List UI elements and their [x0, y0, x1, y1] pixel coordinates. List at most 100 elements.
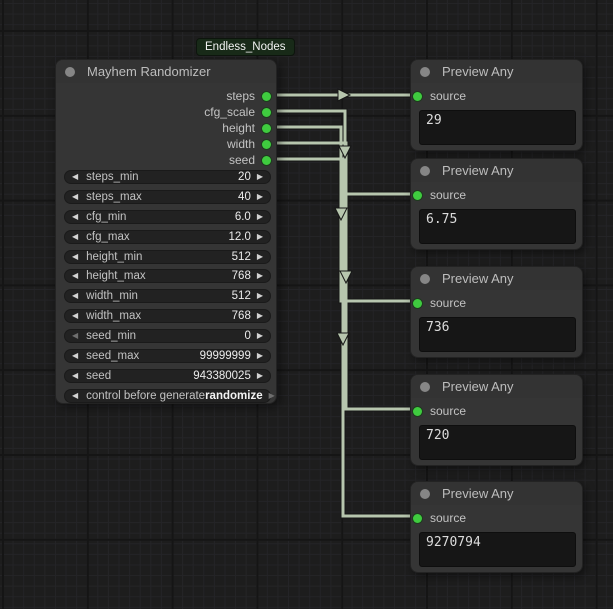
wire-arrow-icon — [334, 207, 348, 222]
preview-text-box[interactable]: 29 — [419, 110, 576, 145]
widget-label: control before generate — [86, 390, 206, 402]
decrement-arrow-icon[interactable]: ◀ — [72, 172, 79, 181]
input-slot-icon[interactable] — [413, 406, 422, 416]
input-label: source — [430, 89, 467, 103]
decrement-arrow-icon[interactable]: ◀ — [72, 232, 79, 241]
widget-height-max[interactable]: ◀ height_max 768 ▶ — [64, 269, 271, 283]
input-slot-icon[interactable] — [413, 298, 422, 308]
widget-value: 768 — [231, 270, 251, 282]
node-badge-label: Endless_Nodes — [205, 41, 286, 53]
input-slot-source[interactable]: source — [413, 404, 466, 418]
widget-value: 6.0 — [234, 211, 251, 223]
node-titlebar[interactable]: Preview Any — [411, 267, 582, 290]
output-slot-icon[interactable] — [262, 91, 271, 101]
output-label: steps — [226, 89, 255, 103]
node-titlebar[interactable]: Mayhem Randomizer — [56, 60, 276, 83]
preview-text-box[interactable]: 6.75 — [419, 209, 576, 244]
input-slot-icon[interactable] — [413, 190, 422, 200]
widget-height-min[interactable]: ◀ height_min 512 ▶ — [64, 250, 271, 264]
widget-value: 12.0 — [228, 231, 251, 243]
increment-arrow-icon[interactable]: ▶ — [256, 271, 263, 280]
increment-arrow-icon[interactable]: ▶ — [256, 351, 263, 360]
widget-width-min[interactable]: ◀ width_min 512 ▶ — [64, 289, 271, 303]
input-slot-source[interactable]: source — [413, 511, 466, 525]
node-titlebar[interactable]: Preview Any — [411, 159, 582, 182]
collapse-dot-icon[interactable] — [420, 66, 430, 77]
preview-text-box[interactable]: 720 — [419, 425, 576, 460]
input-slot-source[interactable]: source — [413, 188, 466, 202]
node-preview-any-2[interactable]: Preview Any source 6.75 — [410, 158, 583, 250]
input-slot-icon[interactable] — [413, 513, 422, 523]
widget-value: randomize — [205, 390, 263, 402]
output-slot-seed[interactable]: seed — [229, 153, 271, 167]
widget-value: 99999999 — [199, 350, 251, 362]
output-slot-icon[interactable] — [262, 107, 271, 117]
input-slot-icon[interactable] — [413, 91, 422, 101]
output-slot-cfg-scale[interactable]: cfg_scale — [204, 105, 271, 119]
increment-arrow-icon[interactable]: ▶ — [256, 232, 263, 241]
output-slot-icon[interactable] — [262, 139, 271, 149]
preview-text-box[interactable]: 9270794 — [419, 532, 576, 567]
node-mayhem-randomizer[interactable]: Mayhem Randomizer steps cfg_scale height… — [55, 59, 277, 404]
preview-text-box[interactable]: 736 — [419, 317, 576, 352]
output-slot-height[interactable]: height — [222, 121, 271, 135]
widget-steps-max[interactable]: ◀ steps_max 40 ▶ — [64, 190, 271, 204]
decrement-arrow-icon[interactable]: ◀ — [72, 391, 79, 400]
output-slot-steps[interactable]: steps — [226, 89, 271, 103]
collapse-dot-icon[interactable] — [420, 273, 430, 284]
node-titlebar[interactable]: Preview Any — [411, 482, 582, 505]
output-slot-width[interactable]: width — [227, 137, 271, 151]
output-label: height — [222, 121, 255, 135]
node-titlebar[interactable]: Preview Any — [411, 375, 582, 398]
widget-value: 0 — [244, 330, 251, 342]
wire-arrow-icon — [339, 270, 353, 285]
widget-seed[interactable]: ◀ seed 943380025 ▶ — [64, 369, 271, 383]
decrement-arrow-icon[interactable]: ◀ — [72, 252, 79, 261]
node-badge: Endless_Nodes — [196, 38, 295, 56]
decrement-arrow-icon[interactable]: ◀ — [72, 212, 79, 221]
widget-cfg-min[interactable]: ◀ cfg_min 6.0 ▶ — [64, 210, 271, 224]
output-slot-icon[interactable] — [262, 155, 271, 165]
node-titlebar[interactable]: Preview Any — [411, 60, 582, 83]
decrement-arrow-icon[interactable]: ◀ — [72, 291, 79, 300]
widget-label: steps_min — [86, 171, 139, 183]
input-label: source — [430, 511, 467, 525]
wire-arrow-icon — [336, 332, 350, 347]
decrement-arrow-icon[interactable]: ◀ — [72, 351, 79, 360]
decrement-arrow-icon[interactable]: ◀ — [72, 371, 79, 380]
output-label: width — [226, 137, 255, 151]
increment-arrow-icon[interactable]: ▶ — [256, 311, 263, 320]
widget-width-max[interactable]: ◀ width_max 768 ▶ — [64, 309, 271, 323]
widget-steps-min[interactable]: ◀ steps_min 20 ▶ — [64, 170, 271, 184]
input-slot-source[interactable]: source — [413, 89, 466, 103]
increment-arrow-icon[interactable]: ▶ — [256, 252, 263, 261]
widget-value: 20 — [238, 171, 251, 183]
decrement-arrow-icon[interactable]: ◀ — [72, 192, 79, 201]
node-preview-any-1[interactable]: Preview Any source 29 — [410, 59, 583, 151]
node-preview-any-5[interactable]: Preview Any source 9270794 — [410, 481, 583, 573]
output-slot-icon[interactable] — [262, 123, 271, 133]
collapse-dot-icon[interactable] — [420, 488, 430, 499]
increment-arrow-icon[interactable]: ▶ — [256, 371, 263, 380]
widget-seed-max[interactable]: ◀ seed_max 99999999 ▶ — [64, 349, 271, 363]
widget-seed-min[interactable]: ◀ seed_min 0 ▶ — [64, 329, 271, 343]
collapse-dot-icon[interactable] — [420, 165, 430, 176]
widget-cfg-max[interactable]: ◀ cfg_max 12.0 ▶ — [64, 230, 271, 244]
increment-arrow-icon[interactable]: ▶ — [256, 192, 263, 201]
increment-arrow-icon[interactable]: ▶ — [256, 172, 263, 181]
increment-arrow-icon[interactable]: ▶ — [256, 212, 263, 221]
collapse-dot-icon[interactable] — [420, 381, 430, 392]
input-label: source — [430, 404, 467, 418]
decrement-arrow-icon[interactable]: ◀ — [72, 271, 79, 280]
decrement-arrow-icon[interactable]: ◀ — [72, 331, 79, 340]
increment-arrow-icon[interactable]: ▶ — [268, 391, 275, 400]
collapse-dot-icon[interactable] — [65, 66, 75, 77]
decrement-arrow-icon[interactable]: ◀ — [72, 311, 79, 320]
input-slot-source[interactable]: source — [413, 296, 466, 310]
node-preview-any-3[interactable]: Preview Any source 736 — [410, 266, 583, 358]
increment-arrow-icon[interactable]: ▶ — [256, 331, 263, 340]
widget-control-before-generate[interactable]: ◀ control before generate randomize ▶ — [64, 389, 275, 403]
increment-arrow-icon[interactable]: ▶ — [256, 291, 263, 300]
node-preview-any-4[interactable]: Preview Any source 720 — [410, 374, 583, 466]
